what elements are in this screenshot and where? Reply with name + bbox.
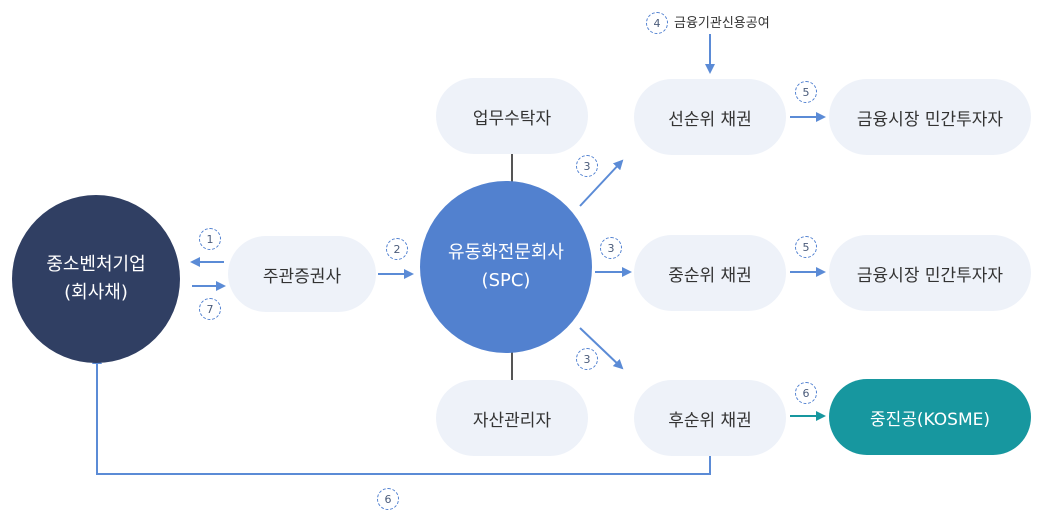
trustee-label: 업무수탁자 bbox=[472, 108, 552, 129]
junior-bond-node: 후순위 채권 bbox=[634, 380, 786, 456]
investor-mid-label: 금융시장 민간투자자 bbox=[856, 265, 1004, 286]
spc-label-line2: (SPC) bbox=[481, 270, 531, 291]
investor-top-label: 금융시장 민간투자자 bbox=[856, 109, 1004, 130]
mezzanine-bond-node: 중순위 채권 bbox=[634, 235, 786, 311]
step-badge-2: 2 bbox=[386, 238, 408, 260]
kosme-label: 중진공(KOSME) bbox=[870, 409, 990, 430]
arrow-spc-to-senior bbox=[579, 159, 624, 207]
investor-top-node: 금융시장 민간투자자 bbox=[829, 79, 1031, 155]
sme-label-line2: (회사채) bbox=[64, 282, 128, 303]
spc-label-line1: 유동화전문회사 bbox=[448, 242, 564, 263]
senior-bond-node: 선순위 채권 bbox=[634, 79, 786, 155]
asset-manager-node: 자산관리자 bbox=[436, 380, 588, 456]
underwriter-node: 주관증권사 bbox=[228, 236, 376, 312]
step-badge-5-mid: 5 bbox=[795, 236, 817, 258]
credit-line-note: 금융기관신용공여 bbox=[674, 12, 770, 31]
asset-manager-label: 자산관리자 bbox=[472, 410, 552, 431]
junior-bond-label: 후순위 채권 bbox=[668, 410, 752, 431]
arrow-junior-to-sme bbox=[92, 354, 711, 475]
investor-mid-node: 금융시장 민간투자자 bbox=[829, 235, 1031, 311]
step-badge-3-top: 3 bbox=[576, 155, 598, 177]
sme-node: 중소벤처기업 (회사채) bbox=[12, 195, 180, 363]
mezzanine-bond-label: 중순위 채권 bbox=[668, 265, 752, 286]
credit-line-label: 금융기관신용공여 bbox=[674, 16, 770, 31]
sme-label-line1: 중소벤처기업 bbox=[46, 254, 146, 275]
step-badge-6-right: 6 bbox=[795, 382, 817, 404]
kosme-node: 중진공(KOSME) bbox=[829, 379, 1031, 455]
step-badge-3-mid: 3 bbox=[600, 237, 622, 259]
step-badge-6-bottom: 6 bbox=[377, 488, 399, 510]
senior-bond-label: 선순위 채권 bbox=[668, 109, 752, 130]
spc-node: 유동화전문회사 (SPC) bbox=[420, 181, 592, 353]
step-badge-1: 1 bbox=[199, 228, 221, 250]
step-badge-7: 7 bbox=[199, 298, 221, 320]
underwriter-label: 주관증권사 bbox=[262, 266, 342, 287]
step-badge-4: 4 bbox=[646, 12, 668, 34]
trustee-node: 업무수탁자 bbox=[436, 78, 588, 154]
arrow-spc-to-junior bbox=[579, 327, 624, 370]
step-badge-3-bot: 3 bbox=[576, 348, 598, 370]
step-badge-5-top: 5 bbox=[795, 81, 817, 103]
